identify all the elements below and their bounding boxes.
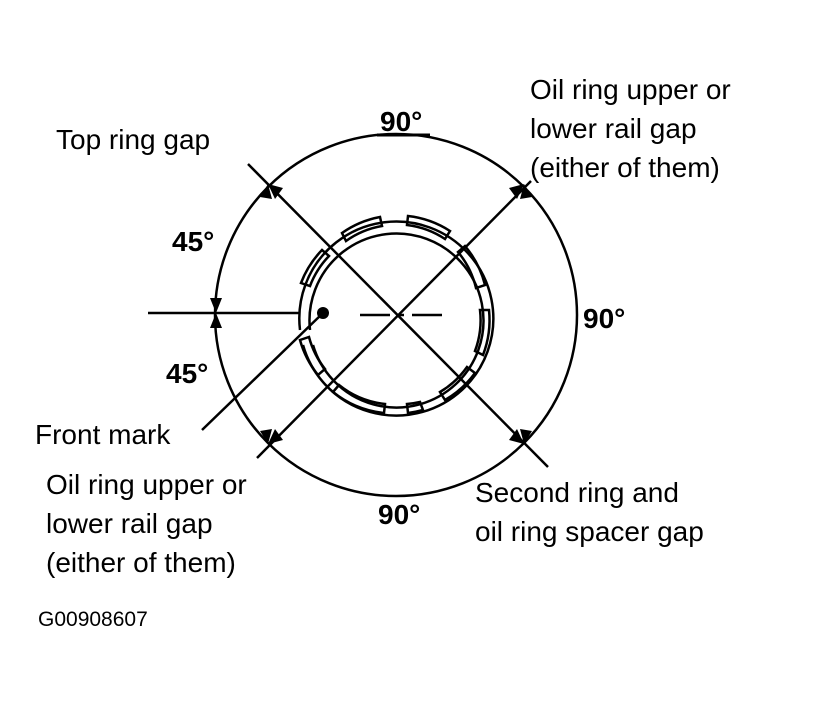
- arrowhead: [260, 429, 272, 444]
- oil-ring-bottom-label-1: Oil ring upper or: [46, 469, 247, 500]
- arrowhead: [210, 298, 222, 313]
- angle-left-lower: 45°: [166, 358, 208, 389]
- arrowhead: [520, 429, 532, 444]
- arrowhead: [268, 184, 283, 199]
- figure-code: G00908607: [38, 608, 148, 631]
- arrowhead: [210, 313, 222, 328]
- oil-slots: [298, 214, 491, 415]
- front-mark-leader: [201, 312, 324, 431]
- oil-slot: [473, 308, 491, 357]
- oil-slot: [456, 244, 487, 290]
- oil-slot: [340, 215, 384, 243]
- arrowhead: [520, 184, 532, 199]
- angle-right: 90°: [583, 303, 625, 334]
- oil-ring-top-label-1: Oil ring upper or: [530, 74, 731, 105]
- top-ring-gap-label: Top ring gap: [56, 124, 210, 155]
- oil-ring-gap-line: [256, 180, 532, 459]
- second-ring-label-1: Second ring and: [475, 477, 679, 508]
- arrowhead: [509, 429, 524, 444]
- oil-ring-bottom-label-3: (either of them): [46, 547, 236, 578]
- oil-slot: [405, 214, 452, 241]
- arrowhead: [268, 429, 283, 444]
- oil-ring-bottom-label-2: lower rail gap: [46, 508, 213, 539]
- oil-slot: [299, 248, 331, 288]
- arrowhead: [509, 184, 524, 199]
- angle-bottom: 90°: [378, 499, 420, 530]
- front-mark-label: Front mark: [35, 419, 171, 450]
- arrowhead: [260, 184, 272, 199]
- angle-left-upper: 45°: [172, 226, 214, 257]
- inner-ring-inner-arc: [308, 232, 485, 409]
- angle-top: 90°: [380, 106, 422, 137]
- second-ring-label-2: oil ring spacer gap: [475, 516, 704, 547]
- arrowheads: [210, 184, 532, 444]
- oil-ring-top-label-2: lower rail gap: [530, 113, 697, 144]
- oil-slot: [331, 383, 387, 415]
- oil-slot: [405, 400, 425, 415]
- oil-ring-top-label-3: (either of them): [530, 152, 720, 183]
- oil-slot: [298, 335, 327, 377]
